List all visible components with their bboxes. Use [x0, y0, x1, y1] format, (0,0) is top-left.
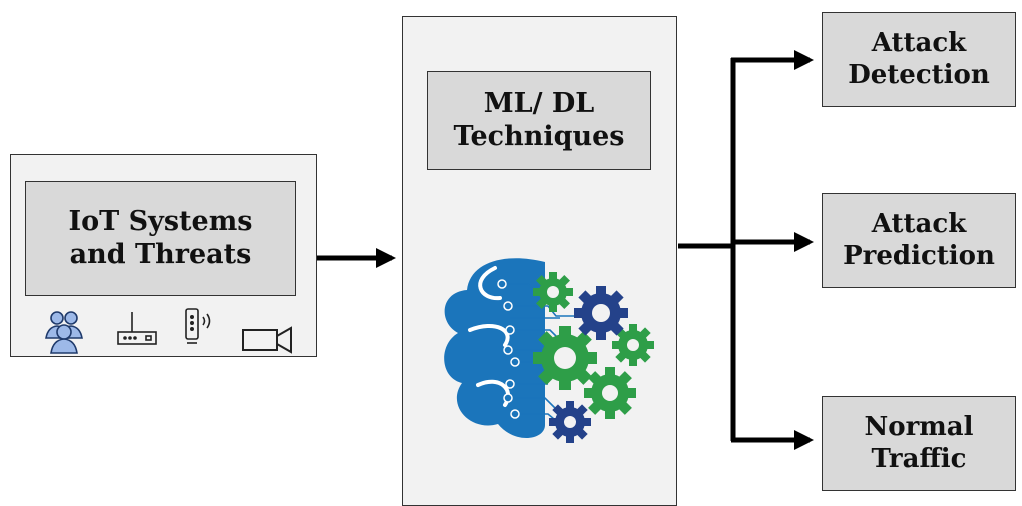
sensor-icon [185, 308, 211, 344]
iot-title-line-2: and Threats [69, 238, 252, 270]
diagram-canvas: { "input": { "title_lines": ["IoT System… [10, 12, 1016, 506]
camera-icon [242, 326, 292, 354]
output-2-line-1: Attack [871, 208, 967, 239]
attack-detection-box: Attack Detection [822, 12, 1016, 107]
diagram-overlay [45, 50, 814, 450]
normal-traffic-box: Normal Traffic [822, 396, 1016, 491]
ml-title-line-2: Techniques [453, 120, 625, 152]
ml-dl-label: ML/ DL Techniques [427, 71, 651, 170]
connectors [317, 50, 814, 450]
router-icon [117, 312, 157, 345]
attack-prediction-box: Attack Prediction [822, 193, 1016, 288]
users-icon [45, 311, 83, 354]
iot-systems-label: IoT Systems and Threats [25, 181, 296, 296]
brain-gears-icon [444, 258, 654, 443]
output-1-line-1: Attack [871, 27, 967, 58]
iot-title-line-1: IoT Systems [68, 205, 253, 237]
output-3-line-2: Traffic [871, 443, 967, 474]
output-2-line-2: Prediction [843, 240, 995, 271]
output-3-line-1: Normal [864, 411, 974, 442]
ml-title-line-1: ML/ DL [483, 87, 595, 119]
output-1-line-2: Detection [848, 59, 990, 90]
